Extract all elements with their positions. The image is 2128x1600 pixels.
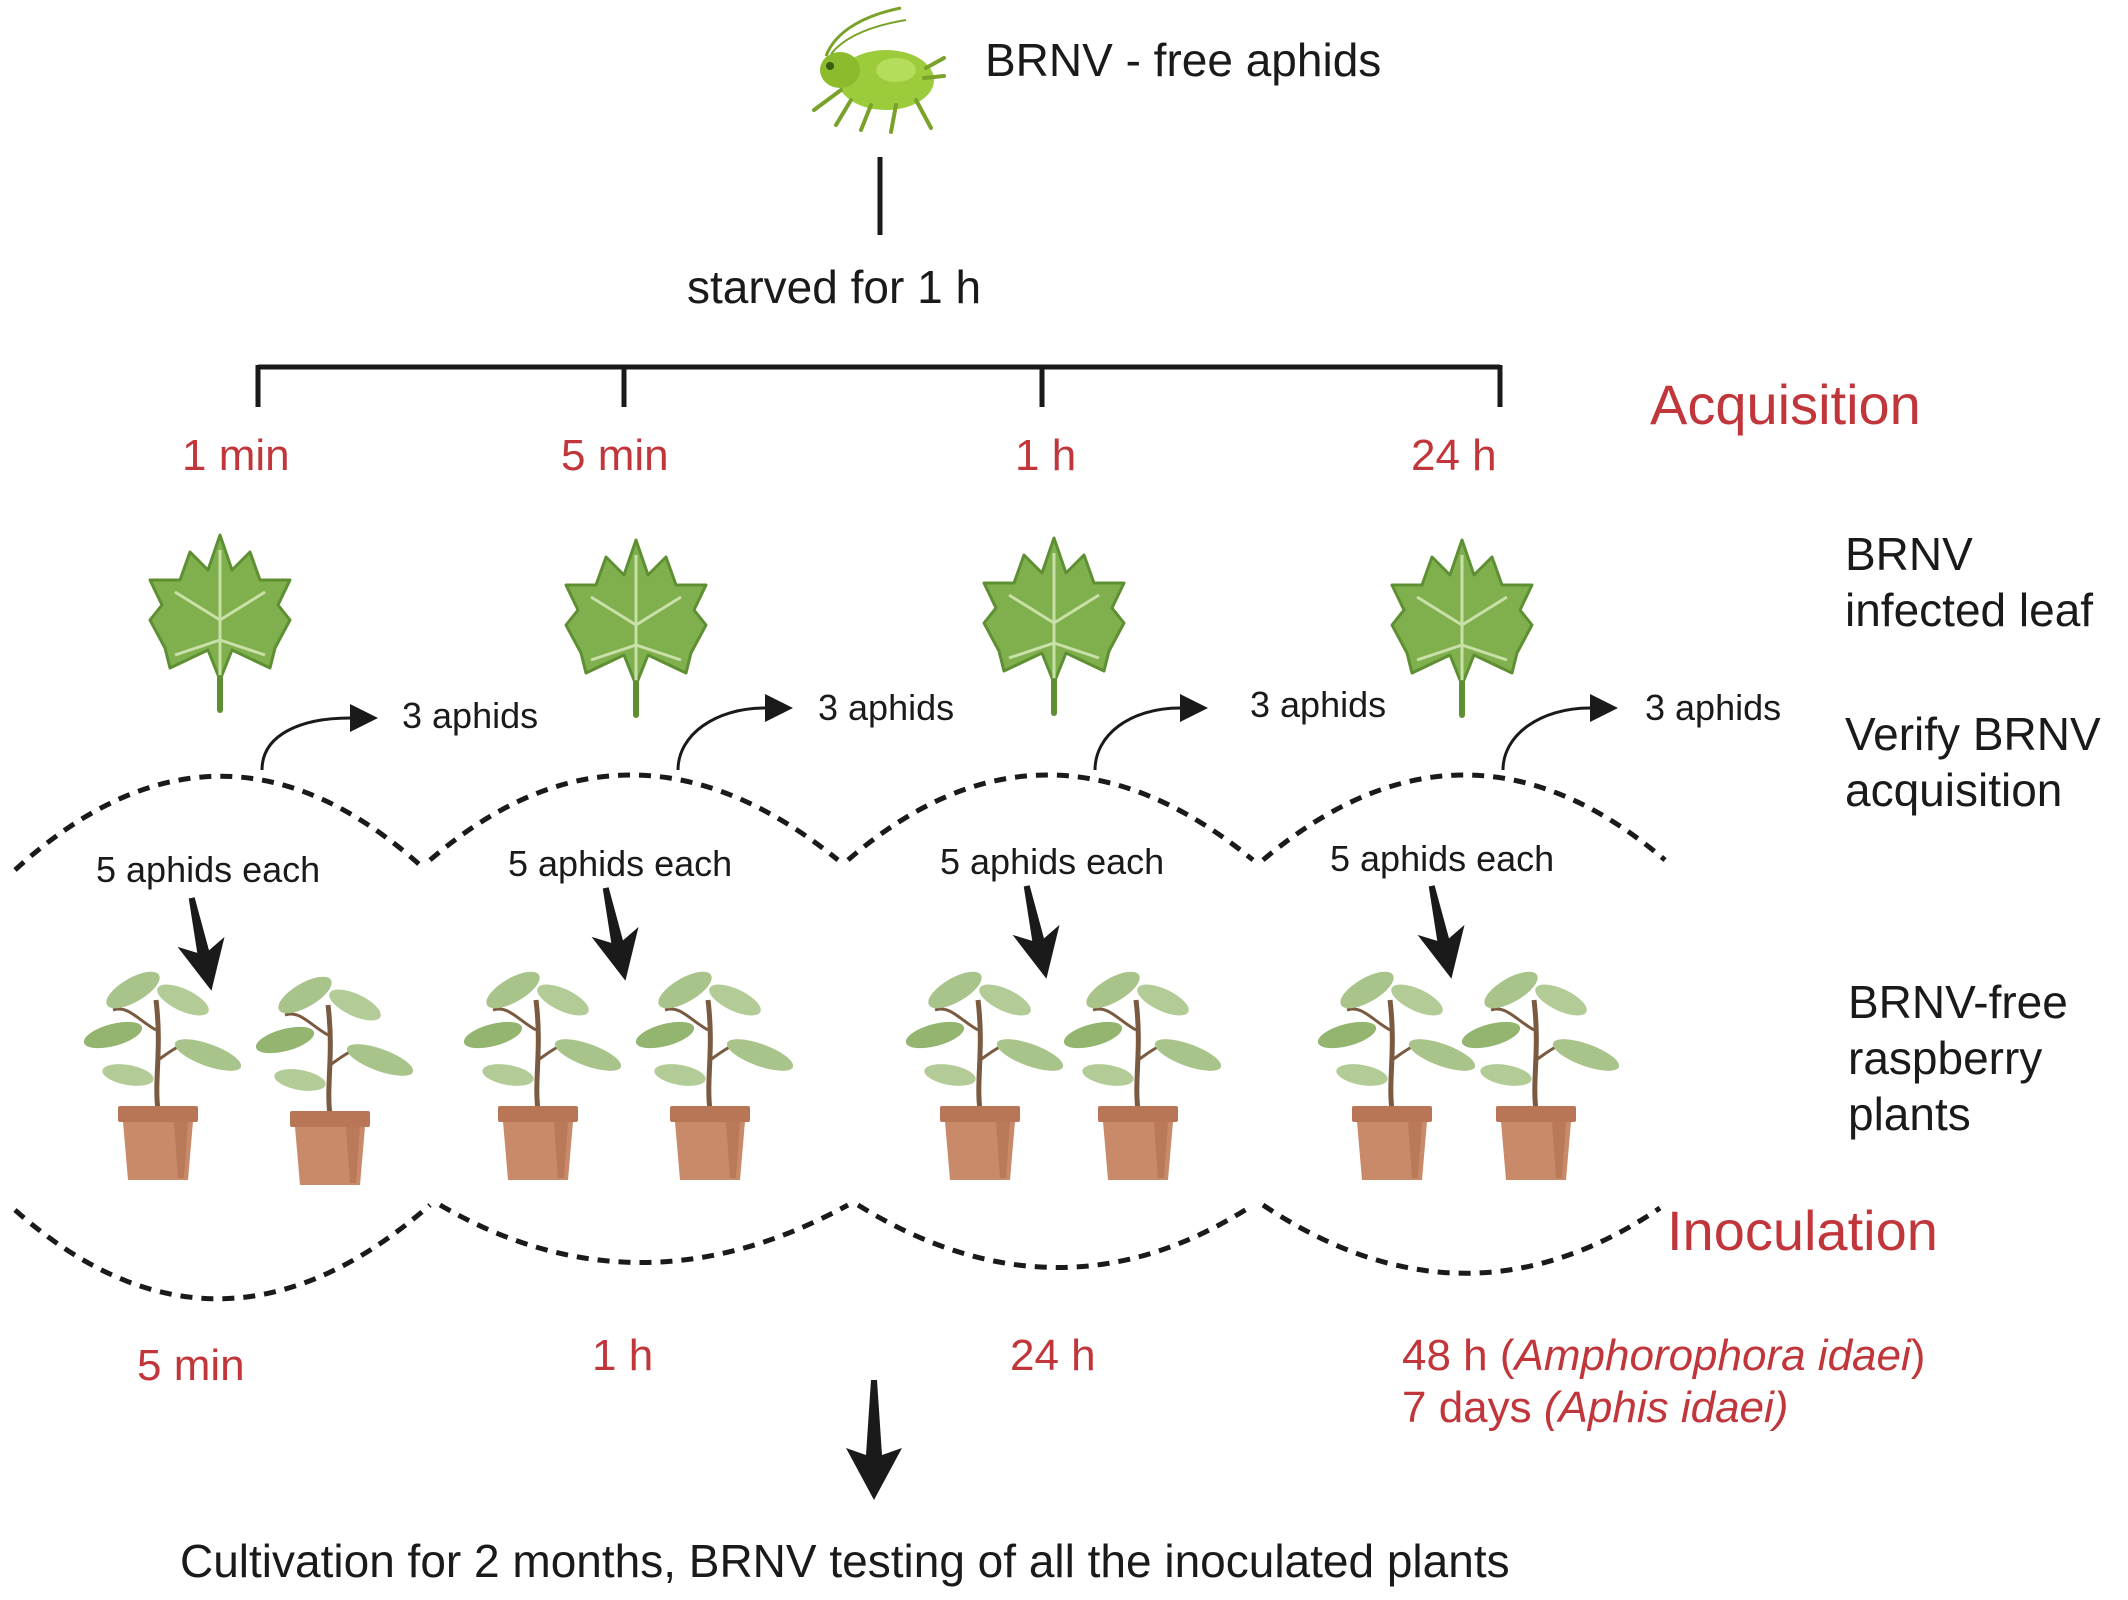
leaf-icon: [1392, 540, 1532, 715]
inoculation-time-1: 5 min: [137, 1341, 245, 1390]
potted-plant-icon: [1315, 965, 1478, 1180]
inoculation-title: Inoculation: [1667, 1199, 1938, 1262]
plants-label-3: plants: [1848, 1088, 1971, 1140]
arrow-icon: [846, 1380, 902, 1500]
inoculation-time-3: 24 h: [1010, 1331, 1096, 1380]
potted-plant-icon: [253, 970, 416, 1185]
verify-aphids-3: 3 aphids: [1250, 684, 1386, 725]
acquisition-time-3: 1 h: [1015, 431, 1076, 480]
acquisition-time-2: 5 min: [561, 431, 669, 480]
plants-label-1: BRNV-free: [1848, 976, 2068, 1028]
transfer-aphids-4: 5 aphids each: [1330, 838, 1554, 879]
arrow-icon: [582, 882, 649, 986]
infected-leaf-label-1: BRNV: [1845, 528, 1973, 580]
starved-label: starved for 1 h: [687, 261, 981, 313]
verify-aphids-2: 3 aphids: [818, 687, 954, 728]
source-label: BRNV - free aphids: [985, 34, 1381, 86]
plants-label-2: raspberry: [1848, 1032, 2042, 1084]
transfer-aphids-3: 5 aphids each: [940, 841, 1164, 882]
potted-plant-icon: [1459, 965, 1622, 1180]
verify-label-1: Verify BRNV: [1845, 708, 2101, 760]
arrow-icon: [168, 892, 235, 996]
verify-label-2: acquisition: [1845, 764, 2062, 816]
footer-label: Cultivation for 2 months, BRNV testing o…: [180, 1535, 1510, 1587]
arrow-icon: [1408, 880, 1475, 984]
acquisition-title: Acquisition: [1650, 373, 1921, 436]
inoculation-time-4-line2: 7 days (Aphis idaei): [1402, 1383, 1788, 1432]
aphid-icon: [812, 6, 946, 134]
potted-plant-icon: [461, 965, 624, 1180]
potted-plant-icon: [1061, 965, 1224, 1180]
branch-bracket: [255, 364, 1503, 407]
transfer-aphids-1: 5 aphids each: [96, 849, 320, 890]
verify-arrowheads: [350, 694, 1618, 732]
potted-plant-icon: [633, 965, 796, 1180]
leaf-icon: [150, 535, 290, 710]
acquisition-time-4: 24 h: [1411, 431, 1497, 480]
infected-leaf-label-2: infected leaf: [1845, 584, 2093, 636]
verify-aphids-1: 3 aphids: [402, 695, 538, 736]
leaf-icon: [984, 538, 1124, 713]
transfer-aphids-2: 5 aphids each: [508, 843, 732, 884]
inoculation-time-4-line1: 48 h (Amphorophora idaei): [1402, 1331, 1925, 1380]
lower-dashed-arcs: [13, 1202, 1662, 1302]
arrow-icon: [1003, 880, 1070, 984]
upper-dashed-arcs: [13, 772, 1667, 872]
acquisition-time-1: 1 min: [182, 431, 290, 480]
potted-plant-icon: [81, 965, 244, 1180]
leaf-icon: [566, 540, 706, 715]
verify-arrows: [260, 706, 1591, 771]
potted-plant-icon: [903, 965, 1066, 1180]
inoculation-time-2: 1 h: [592, 1331, 653, 1380]
verify-aphids-4: 3 aphids: [1645, 687, 1781, 728]
